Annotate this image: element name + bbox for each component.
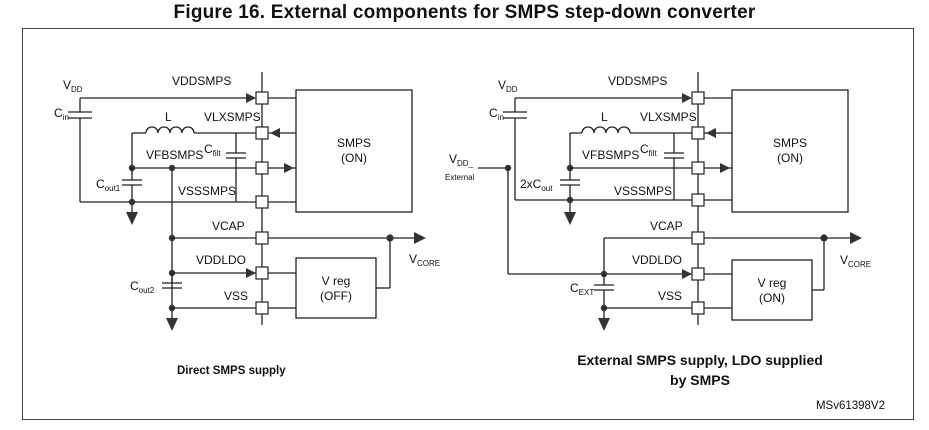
right-pin-vsssmps bbox=[691, 193, 705, 207]
left-vreg-state: (OFF) bbox=[320, 289, 352, 303]
right-caption-line1: External SMPS supply, LDO supplied bbox=[577, 352, 823, 368]
left-ground-1 bbox=[126, 212, 138, 225]
right-ground-2 bbox=[598, 318, 610, 331]
left-smps-block bbox=[295, 89, 413, 213]
right-smps-label: SMPS bbox=[773, 136, 807, 150]
right-smps-state: (ON) bbox=[777, 151, 803, 165]
right-vreg-block bbox=[731, 259, 813, 321]
right-vreg-label: V reg bbox=[758, 276, 787, 290]
right-inductor-label: L bbox=[601, 110, 608, 124]
left-cout2-label: Cout2 bbox=[130, 279, 155, 295]
right-cout-label: 2xCout bbox=[520, 177, 553, 193]
right-label-vddldo: VDDLDO bbox=[632, 253, 682, 267]
right-vreg-state: (ON) bbox=[759, 291, 785, 305]
left-pin-vss bbox=[255, 301, 269, 315]
right-label-vsssmps: VSSSMPS bbox=[614, 184, 672, 198]
left-pin-vfbsmps bbox=[255, 161, 269, 175]
right-smps-block bbox=[731, 89, 849, 213]
right-pin-vddldo bbox=[691, 267, 705, 281]
right-pin-vfbsmps bbox=[691, 161, 705, 175]
right-schematic: SMPS (ON) V reg (ON) bbox=[445, 72, 871, 388]
left-label-vddsmps: VDDSMPS bbox=[172, 74, 231, 88]
right-cfilt-label: Cfilt bbox=[640, 142, 657, 158]
left-inductor-label: L bbox=[165, 110, 172, 124]
left-cfilt-label: Cfilt bbox=[204, 142, 221, 158]
left-cout1-label: Cout1 bbox=[96, 177, 121, 193]
left-smps-label: SMPS bbox=[337, 136, 371, 150]
left-vreg-block bbox=[295, 257, 377, 319]
left-inductor bbox=[145, 126, 195, 134]
left-cin-label: Cin bbox=[54, 106, 69, 122]
figure-reference-code: MSv61398V2 bbox=[816, 400, 885, 412]
left-pin-vlxsmps bbox=[255, 126, 269, 140]
right-caption-line2: by SMPS bbox=[670, 372, 730, 388]
figure-title: Figure 16. External components for SMPS … bbox=[173, 2, 756, 23]
left-pin-vddldo bbox=[255, 266, 269, 280]
right-pin-vlxsmps bbox=[691, 126, 705, 140]
right-vcore-label: VCORE bbox=[840, 253, 871, 269]
right-label-vfbsmps: VFBSMPS bbox=[582, 148, 639, 162]
left-pin-vcap bbox=[255, 231, 269, 245]
left-vdd-arrow bbox=[246, 93, 256, 103]
left-schematic: SMPS (ON) V reg (OFF) bbox=[54, 72, 440, 377]
left-ground-2 bbox=[166, 318, 178, 331]
left-pin-vddsmps bbox=[255, 91, 269, 105]
right-pin-vddsmps bbox=[691, 91, 705, 105]
right-pin-vcap bbox=[691, 231, 705, 245]
right-label-vcap: VCAP bbox=[650, 219, 683, 233]
right-cin-label: Cin bbox=[489, 106, 504, 122]
left-vdd-label: VDD bbox=[63, 78, 83, 94]
left-vreg-label: V reg bbox=[322, 274, 351, 288]
left-vcore-label: VCORE bbox=[409, 252, 440, 268]
left-smps-state: (ON) bbox=[341, 151, 367, 165]
right-vcore-arrow bbox=[850, 232, 862, 244]
right-label-vss: VSS bbox=[658, 289, 682, 303]
left-label-vlxsmps: VLXSMPS bbox=[204, 110, 261, 124]
left-label-vddldo: VDDLDO bbox=[196, 253, 246, 267]
right-ground-1 bbox=[564, 212, 576, 225]
left-label-vss: VSS bbox=[224, 289, 248, 303]
left-label-vfbsmps: VFBSMPS bbox=[146, 148, 203, 162]
left-label-vcap: VCAP bbox=[212, 219, 245, 233]
left-vcore-arrow bbox=[414, 232, 426, 244]
figure-frame bbox=[22, 28, 914, 420]
right-label-vddsmps: VDDSMPS bbox=[608, 74, 667, 88]
right-inductor bbox=[581, 126, 631, 134]
right-vdd-label: VDD bbox=[498, 78, 518, 94]
left-caption: Direct SMPS supply bbox=[177, 365, 286, 377]
right-pin-vss bbox=[691, 301, 705, 315]
left-pin-vsssmps bbox=[255, 195, 269, 209]
right-cext-label: CEXT bbox=[570, 281, 594, 297]
right-label-vlxsmps: VLXSMPS bbox=[640, 110, 697, 124]
right-vdd-external-sub2: External bbox=[445, 173, 475, 182]
left-label-vsssmps: VSSSMPS bbox=[178, 184, 236, 198]
right-vdd-external-label: VDD_ bbox=[449, 152, 474, 168]
